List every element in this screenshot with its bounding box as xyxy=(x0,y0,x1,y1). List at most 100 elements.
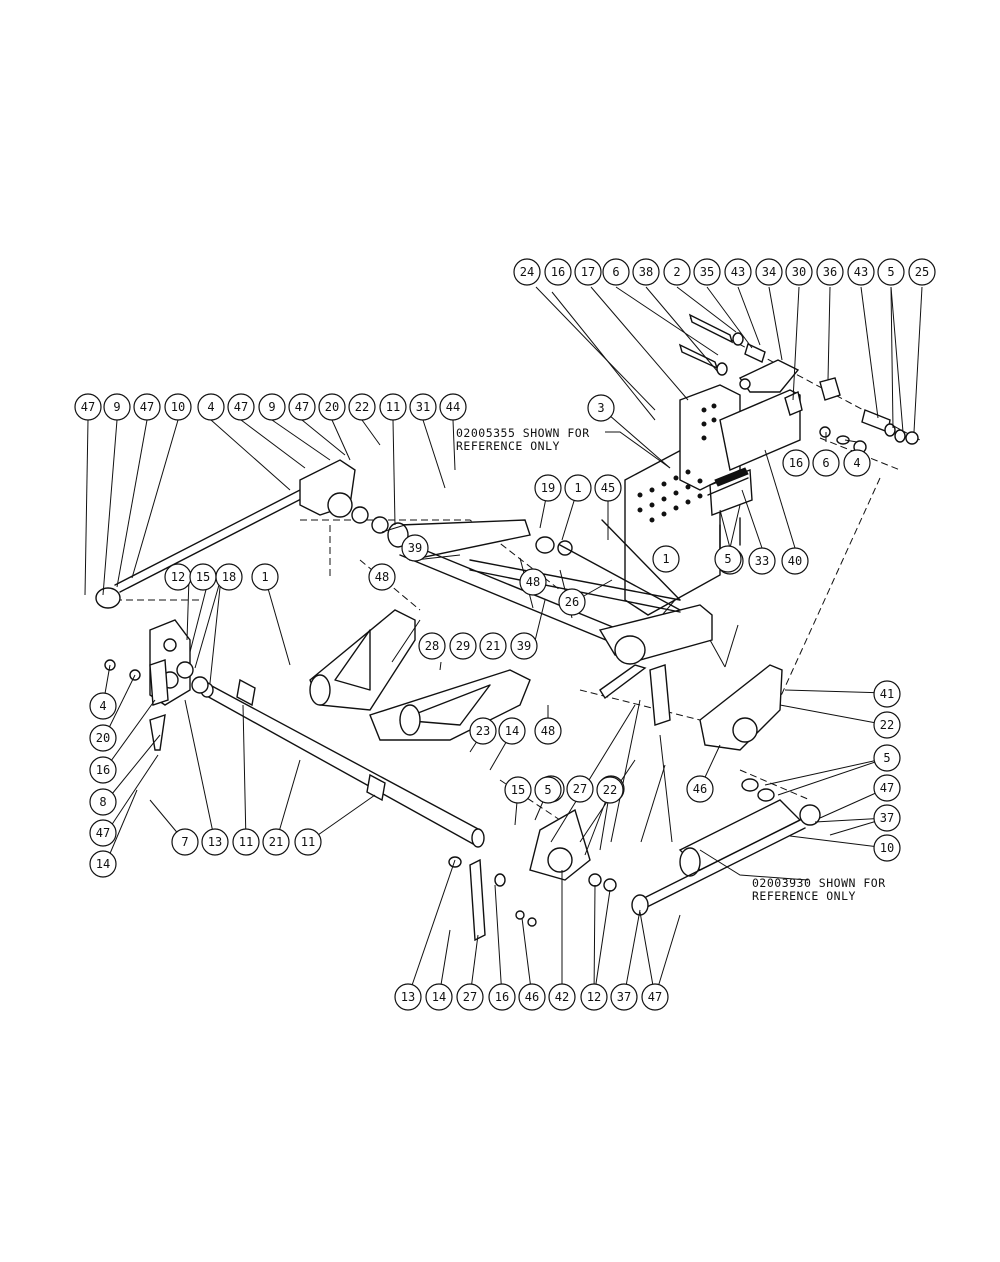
upper-arm-assembly xyxy=(95,459,713,665)
svg-text:14: 14 xyxy=(505,724,519,738)
callout-22c: 22 xyxy=(596,776,624,804)
callout-17: 17 xyxy=(574,258,602,286)
svg-text:36: 36 xyxy=(823,265,837,279)
callout-43b: 43 xyxy=(847,258,875,286)
callout-16: 16 xyxy=(544,258,572,286)
callout-39: 39 xyxy=(401,534,429,562)
callout-47g: 47 xyxy=(641,983,669,1011)
svg-text:48: 48 xyxy=(375,570,389,584)
callout-42: 42 xyxy=(548,983,576,1011)
callout-47f: 47 xyxy=(873,774,901,802)
svg-text:6: 6 xyxy=(612,265,619,279)
callout-30: 30 xyxy=(785,258,813,286)
callout-33: 33 xyxy=(748,547,776,575)
callout-10: 10 xyxy=(164,393,192,421)
svg-text:15: 15 xyxy=(511,783,525,797)
svg-text:2: 2 xyxy=(673,265,680,279)
callout-15: 15 xyxy=(189,563,217,591)
note-line: 02005355 SHOWN FOR xyxy=(456,426,590,440)
svg-text:4: 4 xyxy=(99,699,106,713)
svg-text:47: 47 xyxy=(295,400,309,414)
svg-text:10: 10 xyxy=(171,400,185,414)
svg-text:47: 47 xyxy=(140,400,154,414)
reference-note-top: 02005355 SHOWN FOR REFERENCE ONLY xyxy=(456,426,671,469)
svg-text:11: 11 xyxy=(239,835,253,849)
svg-text:15: 15 xyxy=(196,570,210,584)
svg-text:9: 9 xyxy=(113,400,120,414)
callout-26: 26 xyxy=(558,588,586,616)
callout-21: 21 xyxy=(479,632,507,660)
callout-16b: 16 xyxy=(782,449,810,477)
note-line: 02003930 SHOWN FOR xyxy=(752,876,886,890)
callout-47b: 47 xyxy=(133,393,161,421)
svg-text:27: 27 xyxy=(463,990,477,1004)
svg-text:45: 45 xyxy=(601,481,615,495)
svg-text:48: 48 xyxy=(526,575,540,589)
svg-text:43: 43 xyxy=(731,265,745,279)
hydraulic-cylinder xyxy=(631,778,821,916)
svg-text:6: 6 xyxy=(822,456,829,470)
callout-38: 38 xyxy=(632,258,660,286)
callout-47: 47 xyxy=(74,393,102,421)
svg-text:18: 18 xyxy=(222,570,236,584)
callout-45: 45 xyxy=(594,474,622,502)
svg-text:47: 47 xyxy=(96,826,110,840)
svg-text:31: 31 xyxy=(416,400,430,414)
svg-text:5: 5 xyxy=(883,751,890,765)
callout-3: 3 xyxy=(587,394,615,422)
svg-text:16: 16 xyxy=(96,763,110,777)
svg-text:5: 5 xyxy=(887,265,894,279)
callout-6: 6 xyxy=(602,258,630,286)
svg-text:46: 46 xyxy=(693,782,707,796)
callout-37: 37 xyxy=(873,804,901,832)
callout-35: 35 xyxy=(693,258,721,286)
callout-47e: 47 xyxy=(89,819,117,847)
svg-text:14: 14 xyxy=(96,857,110,871)
svg-text:1: 1 xyxy=(662,552,669,566)
svg-text:38: 38 xyxy=(639,265,653,279)
callout-11c: 11 xyxy=(294,828,322,856)
callout-47d: 47 xyxy=(288,393,316,421)
callout-46b: 46 xyxy=(518,983,546,1011)
svg-text:11: 11 xyxy=(301,835,315,849)
svg-text:13: 13 xyxy=(401,990,415,1004)
callout-22b: 22 xyxy=(873,711,901,739)
callout-27: 27 xyxy=(566,775,594,803)
svg-text:9: 9 xyxy=(268,400,275,414)
lower-a-frame xyxy=(309,609,531,741)
callout-1: 1 xyxy=(564,474,592,502)
svg-text:27: 27 xyxy=(573,782,587,796)
callout-47c: 47 xyxy=(227,393,255,421)
svg-text:12: 12 xyxy=(171,570,185,584)
svg-text:47: 47 xyxy=(234,400,248,414)
svg-text:21: 21 xyxy=(269,835,283,849)
svg-text:22: 22 xyxy=(355,400,369,414)
svg-text:12: 12 xyxy=(587,990,601,1004)
svg-text:20: 20 xyxy=(96,731,110,745)
svg-text:29: 29 xyxy=(456,639,470,653)
callout-4b: 4 xyxy=(843,449,871,477)
callout-5: 5 xyxy=(877,258,905,286)
callout-6b: 6 xyxy=(812,449,840,477)
callouts: 24 16 17 6 38 2 35 43 34 30 36 43 5 25 4… xyxy=(74,258,936,1011)
callout-29: 29 xyxy=(449,632,477,660)
callout-14b: 14 xyxy=(498,717,526,745)
lower-tube xyxy=(200,678,485,848)
svg-text:21: 21 xyxy=(486,639,500,653)
callout-31: 31 xyxy=(409,393,437,421)
svg-text:23: 23 xyxy=(476,724,490,738)
svg-text:47: 47 xyxy=(880,781,894,795)
callout-40: 40 xyxy=(781,547,809,575)
svg-text:16: 16 xyxy=(789,456,803,470)
svg-text:24: 24 xyxy=(520,265,534,279)
callout-13c: 13 xyxy=(394,983,422,1011)
callout-2: 2 xyxy=(663,258,691,286)
svg-text:26: 26 xyxy=(565,595,579,609)
svg-text:16: 16 xyxy=(551,265,565,279)
callout-20b: 20 xyxy=(89,724,117,752)
callout-18: 18 xyxy=(215,563,243,591)
svg-text:3: 3 xyxy=(597,401,604,415)
svg-text:33: 33 xyxy=(755,554,769,568)
callout-21b: 21 xyxy=(262,828,290,856)
